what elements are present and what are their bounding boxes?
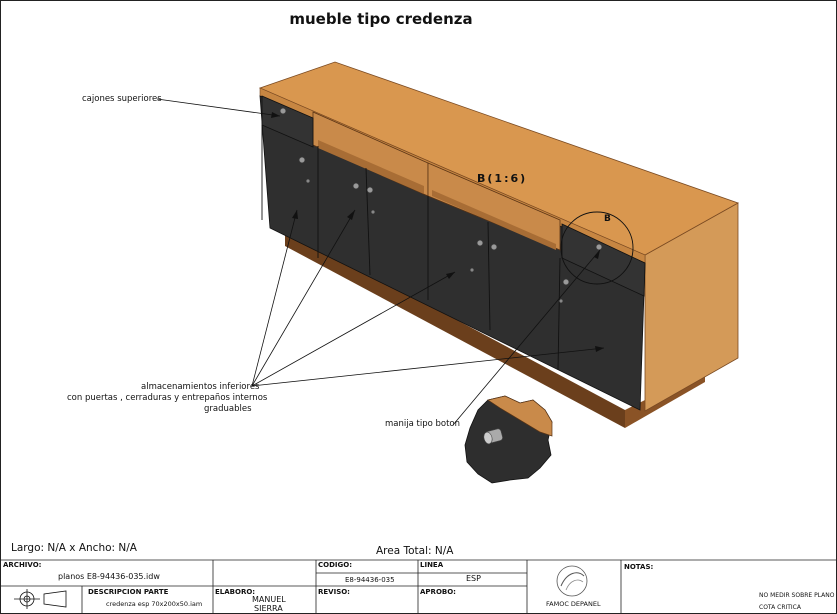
aprobo-label: APROBO: (420, 588, 456, 596)
area-label: Area Total: N/A (376, 545, 454, 557)
company-logo (556, 565, 588, 597)
credenza-model (258, 61, 739, 428)
linea-label: LINEA (420, 561, 444, 569)
detail-view (464, 395, 553, 484)
title-block-grid (0, 559, 837, 614)
projection-symbol-icon (14, 589, 67, 609)
base-front (285, 228, 625, 428)
archivo-value: planos E8-94436-035.idw (58, 572, 160, 581)
archivo-label: ARCHIVO: (3, 561, 42, 569)
nota-2: COTA CRITICA (759, 604, 801, 611)
drawer-left (261, 95, 314, 148)
detail-marker: B (604, 214, 611, 224)
codigo-value: E8-94436-035 (345, 576, 395, 584)
reviso-label: REVISO: (318, 588, 350, 596)
elaboro-value-1: MANUEL (252, 595, 286, 604)
callout-storage-line1: almacenamientos inferiores (141, 382, 260, 392)
callout-storage-line3: graduables (204, 404, 252, 414)
door-split (365, 167, 371, 276)
leader-arrows (271, 112, 604, 352)
leader-lines (156, 98, 605, 426)
notas-label: NOTAS: (624, 563, 654, 571)
callout-handle: manija tipo boton (385, 419, 461, 429)
door-split (487, 221, 491, 331)
descripcion-value: credenza esp 70x200x50.iam (106, 600, 203, 608)
elaboro-value-2: SIERRA (254, 604, 283, 613)
niche-right-shelf (432, 190, 556, 250)
niche-left-shelf (318, 140, 424, 194)
detail-label: B(1:6) (477, 172, 528, 185)
codigo-label: CODIGO: (318, 561, 352, 569)
door-split (557, 257, 561, 371)
elaboro-label: ELABORO: (215, 588, 256, 596)
callout-storage-line2: con puertas , cerraduras y entrepaños in… (67, 393, 268, 403)
drawing-title: mueble tipo credenza (289, 10, 473, 28)
niche-right (427, 162, 561, 251)
callout-drawers: cajones superiores (82, 94, 162, 104)
lock-group (306, 179, 563, 303)
size-label: Largo: N/A x Ancho: N/A (11, 542, 137, 554)
detail-circle (560, 211, 634, 285)
descripcion-label: DESCRIPCION PARTE (88, 588, 169, 596)
nota-1: NO MEDIR SOBRE PLANO (759, 592, 835, 599)
logo-text: FAMOC DEPANEL (546, 600, 601, 608)
linea-value: ESP (466, 574, 481, 583)
drawer-right (561, 223, 646, 297)
knob-group (279, 107, 603, 286)
